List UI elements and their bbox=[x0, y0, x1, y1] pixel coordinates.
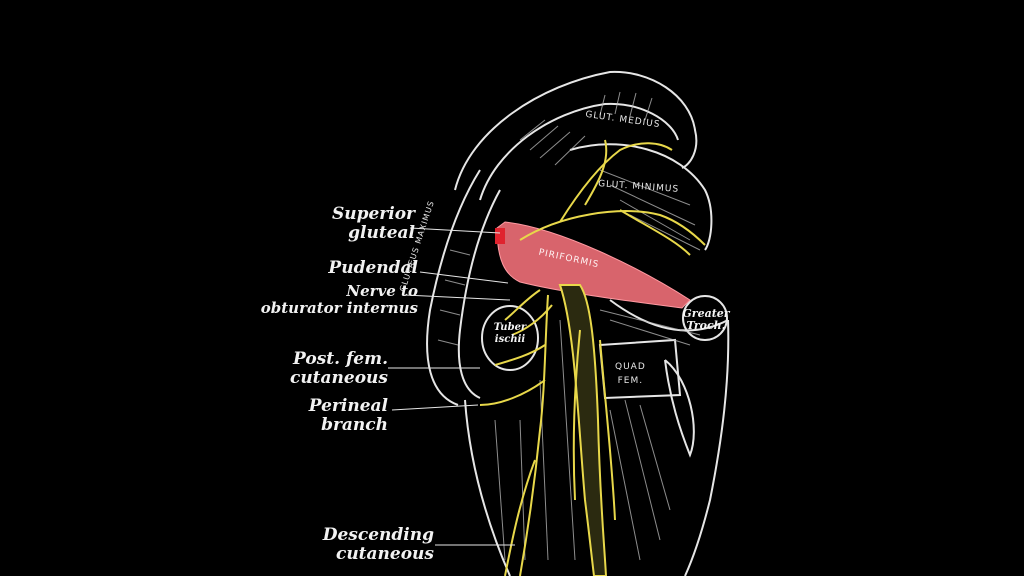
label-superior-gluteal: Superior gluteal bbox=[331, 204, 415, 243]
leader-lines bbox=[388, 227, 515, 546]
label-descending-cutaneous: Descending cutaneous bbox=[322, 525, 434, 564]
label-quad-fem: QUAD FEM. bbox=[615, 362, 646, 386]
gluteus-medius-outline bbox=[454, 70, 698, 191]
gluteus-minimus-outline bbox=[569, 143, 713, 251]
nerve-branches bbox=[479, 139, 706, 576]
piriformis-origin-mark bbox=[495, 228, 505, 244]
descending-cutaneous-nerve bbox=[504, 459, 536, 576]
label-tuber-ischii: Tuber ischii bbox=[493, 322, 527, 345]
fibre-hatching bbox=[437, 91, 701, 561]
gluteus-medius-inner bbox=[479, 102, 679, 201]
greater-trochanter-outline bbox=[682, 295, 728, 341]
label-nerve-to-obturator-internus: Nerve to obturator internus bbox=[260, 282, 418, 317]
thigh-outline bbox=[464, 399, 511, 576]
label-greater-trochanter: Greater Troch. bbox=[682, 307, 730, 332]
tuber-ischii-outline bbox=[481, 305, 539, 371]
perineal-branch bbox=[479, 344, 546, 406]
post-fem-cutaneous-nerve bbox=[519, 294, 549, 576]
label-post-fem-cutaneous: Post. fem. cutaneous bbox=[289, 349, 388, 388]
label-perineal-branch: Perineal branch bbox=[308, 396, 388, 435]
superior-gluteal-nerve bbox=[519, 210, 706, 246]
muscle-outlines bbox=[426, 70, 730, 576]
pudendal-nerve bbox=[504, 289, 541, 321]
label-pudendal: Pudendal bbox=[328, 258, 418, 278]
piriformis-muscle bbox=[496, 221, 691, 309]
gluteus-maximus-outline bbox=[426, 169, 481, 406]
